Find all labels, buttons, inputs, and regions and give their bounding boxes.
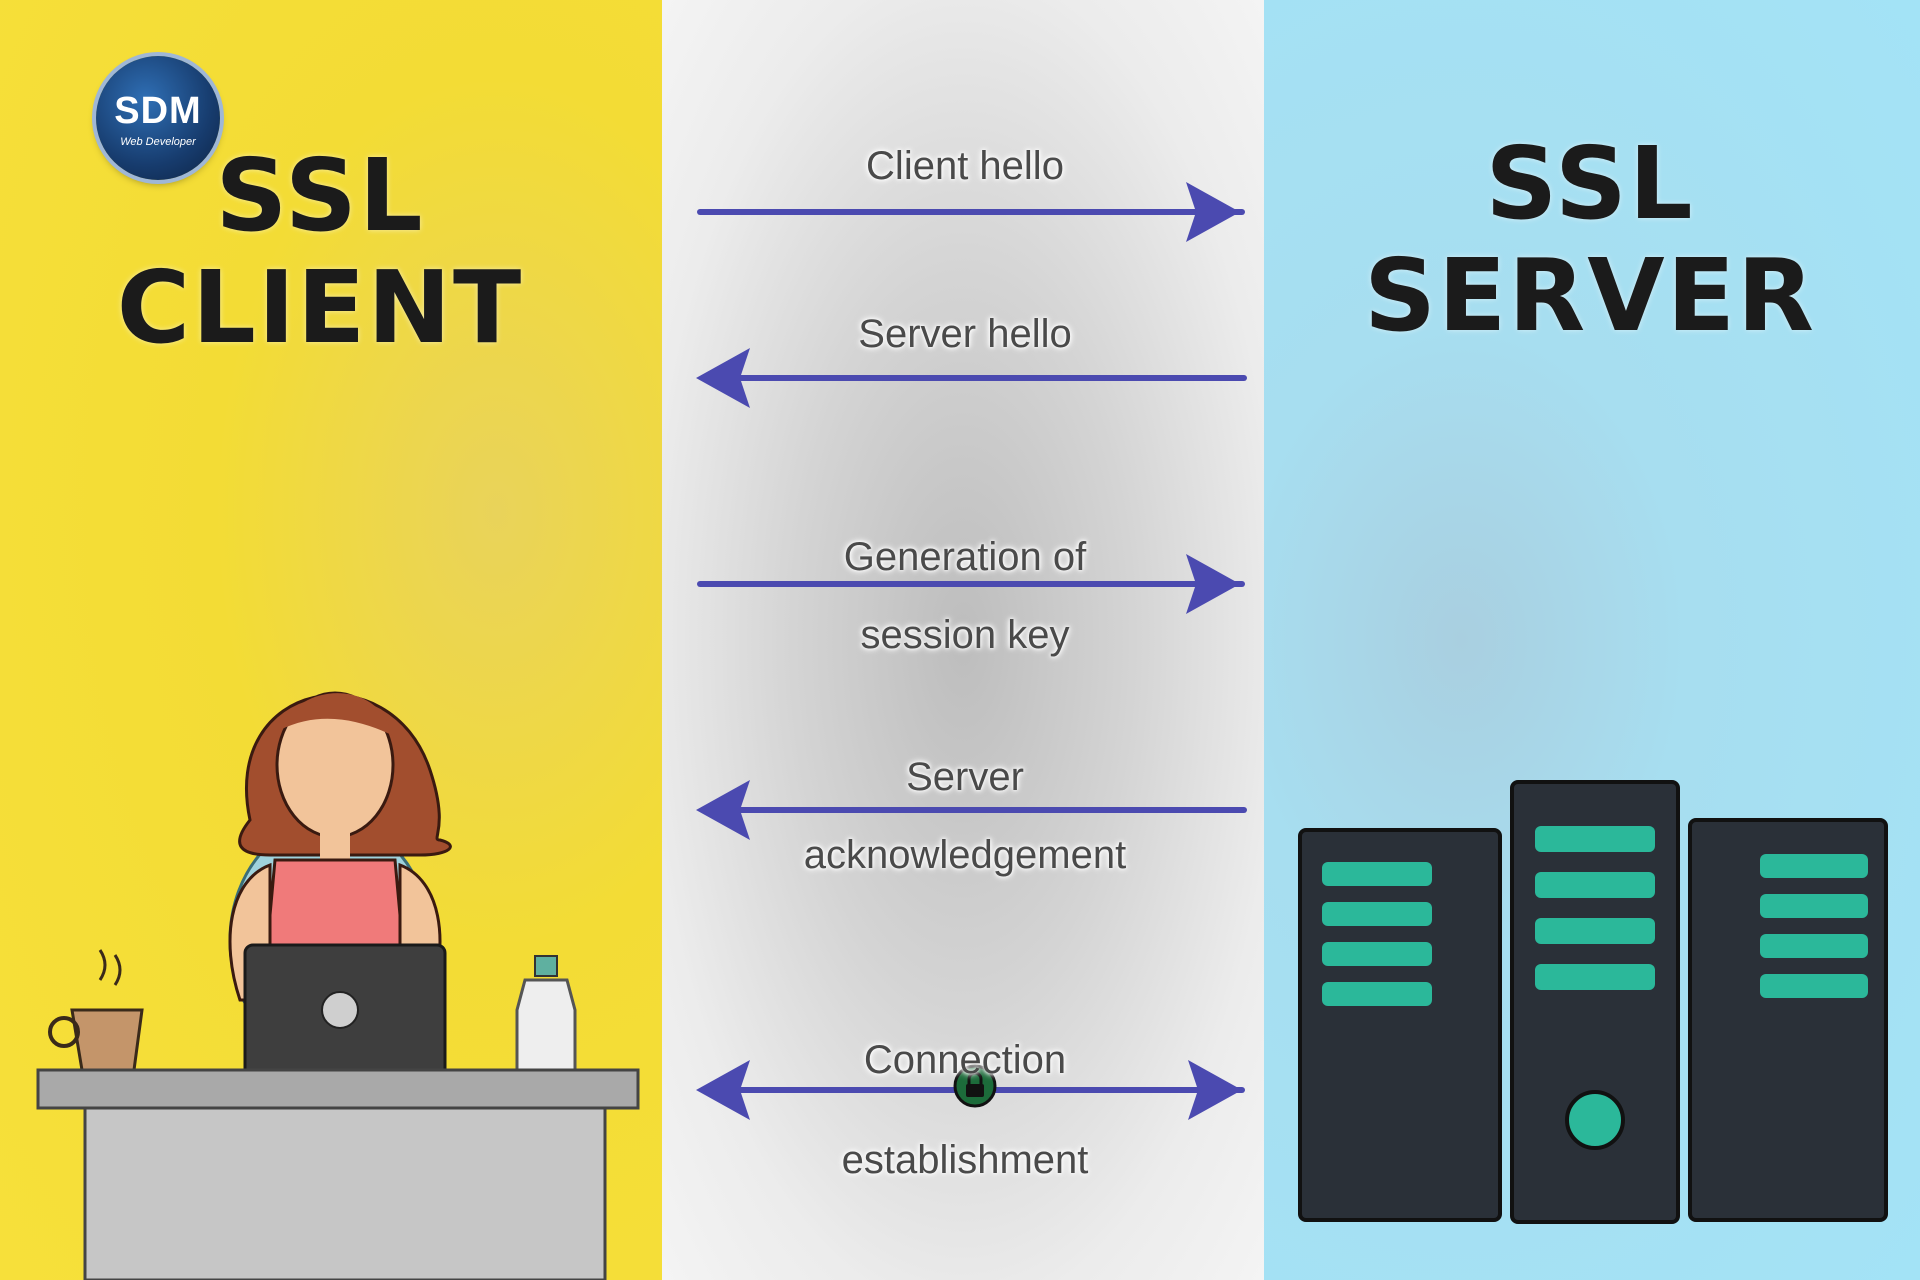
msg-client-hello: Client hello bbox=[700, 140, 1230, 192]
arrow-server-hello bbox=[696, 348, 1247, 408]
msg-server-hello: Server hello bbox=[700, 308, 1230, 360]
client-title-line1: SSL bbox=[215, 137, 425, 254]
server-illustration bbox=[1298, 780, 1888, 1224]
msg-session-key-line2: session key bbox=[860, 613, 1070, 657]
laptop-icon bbox=[243, 943, 447, 1087]
server-rack-left-icon bbox=[1298, 828, 1502, 1222]
logo-subtitle: Web Developer bbox=[120, 136, 196, 148]
arrow-client-hello bbox=[697, 182, 1245, 242]
client-title-line2: CLIENT bbox=[116, 249, 524, 366]
msg-server-ack-line2: acknowledgement bbox=[803, 833, 1127, 877]
client-illustration bbox=[36, 691, 640, 1280]
msg-session-key: Generation of session key bbox=[700, 518, 1230, 674]
woman-icon bbox=[228, 691, 452, 1002]
arrow-session-key bbox=[697, 554, 1245, 614]
msg-connection-line1: Connection bbox=[863, 1038, 1067, 1082]
msg-server-ack: Server acknowledgement bbox=[700, 738, 1230, 894]
server-title: SSL SERVER bbox=[1320, 128, 1860, 352]
msg-connection-line2: establishment bbox=[841, 1138, 1089, 1182]
server-rack-right-icon bbox=[1688, 818, 1888, 1222]
arrow-server-ack bbox=[696, 780, 1247, 840]
handshake-arrows bbox=[696, 182, 1247, 1120]
msg-server-hello-text: Server hello bbox=[858, 312, 1072, 356]
msg-connection: Connection establishment bbox=[700, 1010, 1230, 1210]
client-title: SSL CLIENT bbox=[60, 140, 580, 364]
server-title-line1: SSL bbox=[1485, 125, 1695, 242]
msg-server-ack-line1: Server bbox=[906, 755, 1024, 799]
lock-icon bbox=[953, 1064, 997, 1108]
server-rack-center-icon bbox=[1510, 780, 1680, 1224]
msg-session-key-line1: Generation of bbox=[843, 535, 1087, 579]
sdm-logo: SDM Web Developer bbox=[96, 56, 220, 180]
desk-icon bbox=[36, 1068, 640, 1280]
server-title-line2: SERVER bbox=[1363, 237, 1817, 354]
msg-client-hello-text: Client hello bbox=[866, 144, 1064, 188]
logo-text: SDM bbox=[114, 90, 202, 132]
bottle-icon bbox=[515, 955, 577, 1072]
coffee-cup-icon bbox=[48, 949, 144, 1072]
